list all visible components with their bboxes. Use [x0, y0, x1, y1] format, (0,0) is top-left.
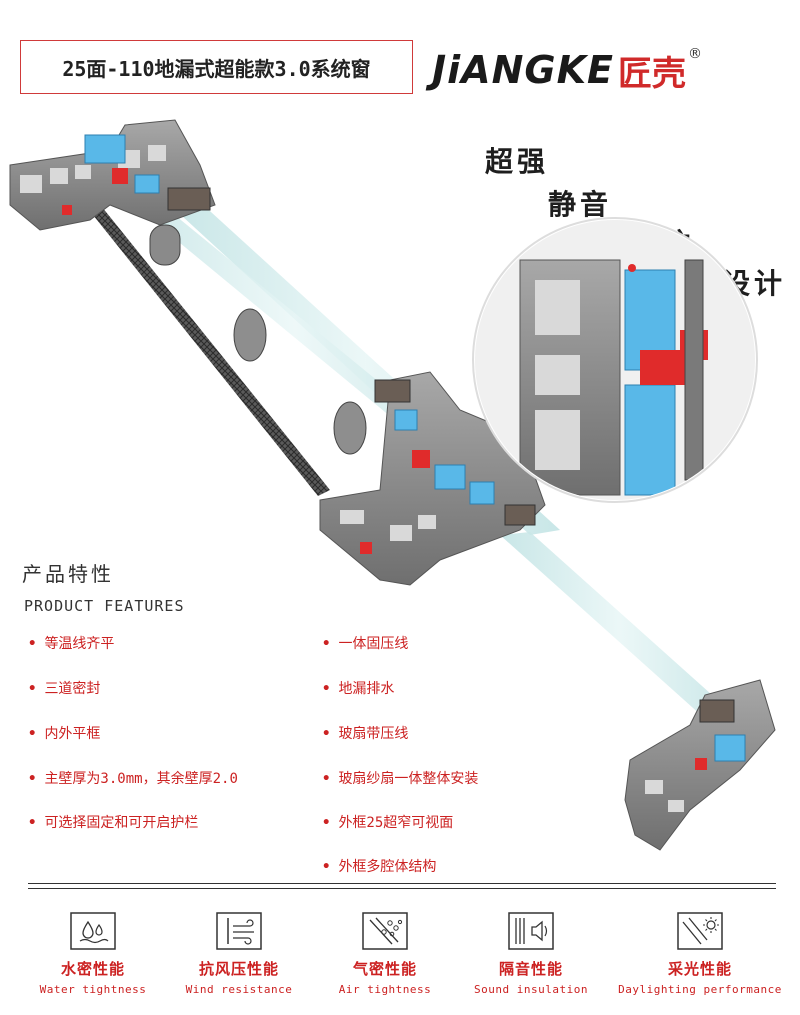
feature-item: •内外平框 — [28, 726, 101, 742]
feature-item: •主壁厚为3.0mm，其余壁厚2.0 — [28, 771, 238, 787]
brand-logo: JiANGKE 匠壳 ® — [432, 46, 792, 94]
bottom-frame-profile — [624, 679, 776, 851]
top-frame-profile — [9, 119, 216, 266]
zoom-detail-circle — [472, 217, 758, 503]
brand-cn: 匠壳 — [617, 53, 686, 94]
performance-sound: 隔音性能 Sound insulation — [456, 912, 606, 996]
performance-water: 水密性能 Water tightness — [18, 912, 168, 996]
performance-wind: 抗风压性能 Wind resistance — [164, 912, 314, 996]
feature-item: •三道密封 — [28, 681, 101, 697]
features-heading-en: PRODUCT FEATURES — [24, 597, 185, 615]
feature-item: •玻扇纱扇一体整体安装 — [322, 771, 479, 787]
performance-air: 气密性能 Air tightness — [310, 912, 460, 996]
feature-item: •玻扇带压线 — [322, 726, 409, 742]
water-drop-icon — [70, 912, 116, 950]
screen-mesh — [85, 202, 330, 496]
feature-item: •外框25超窄可视面 — [322, 815, 454, 831]
feature-item: •可选择固定和可开启护栏 — [28, 815, 199, 831]
window-profile-illustration — [9, 119, 776, 851]
slogan-1: 超强 — [485, 145, 550, 178]
oval-connector — [233, 308, 267, 362]
product-title: 25面-110地漏式超能款3.0系统窗 — [20, 40, 413, 94]
feature-item: •地漏排水 — [322, 681, 395, 697]
feature-item: •外框多腔体结构 — [322, 859, 437, 875]
speaker-icon — [508, 912, 554, 950]
divider — [28, 888, 776, 889]
features-heading-cn: 产品特性 — [22, 562, 114, 586]
feature-item: •一体固压线 — [322, 636, 409, 652]
slogan-2: 静音 — [548, 188, 613, 221]
wind-icon — [216, 912, 262, 950]
feature-item: •等温线齐平 — [28, 636, 115, 652]
oval-connector — [333, 401, 367, 455]
brand-latin: JiANGKE — [432, 48, 614, 92]
registered-mark: ® — [687, 46, 702, 62]
air-bubbles-icon — [362, 912, 408, 950]
glass-pane-inner — [140, 207, 450, 445]
sun-icon — [677, 912, 723, 950]
performance-daylight: 采光性能 Daylighting performance — [610, 912, 790, 996]
divider — [28, 883, 776, 884]
